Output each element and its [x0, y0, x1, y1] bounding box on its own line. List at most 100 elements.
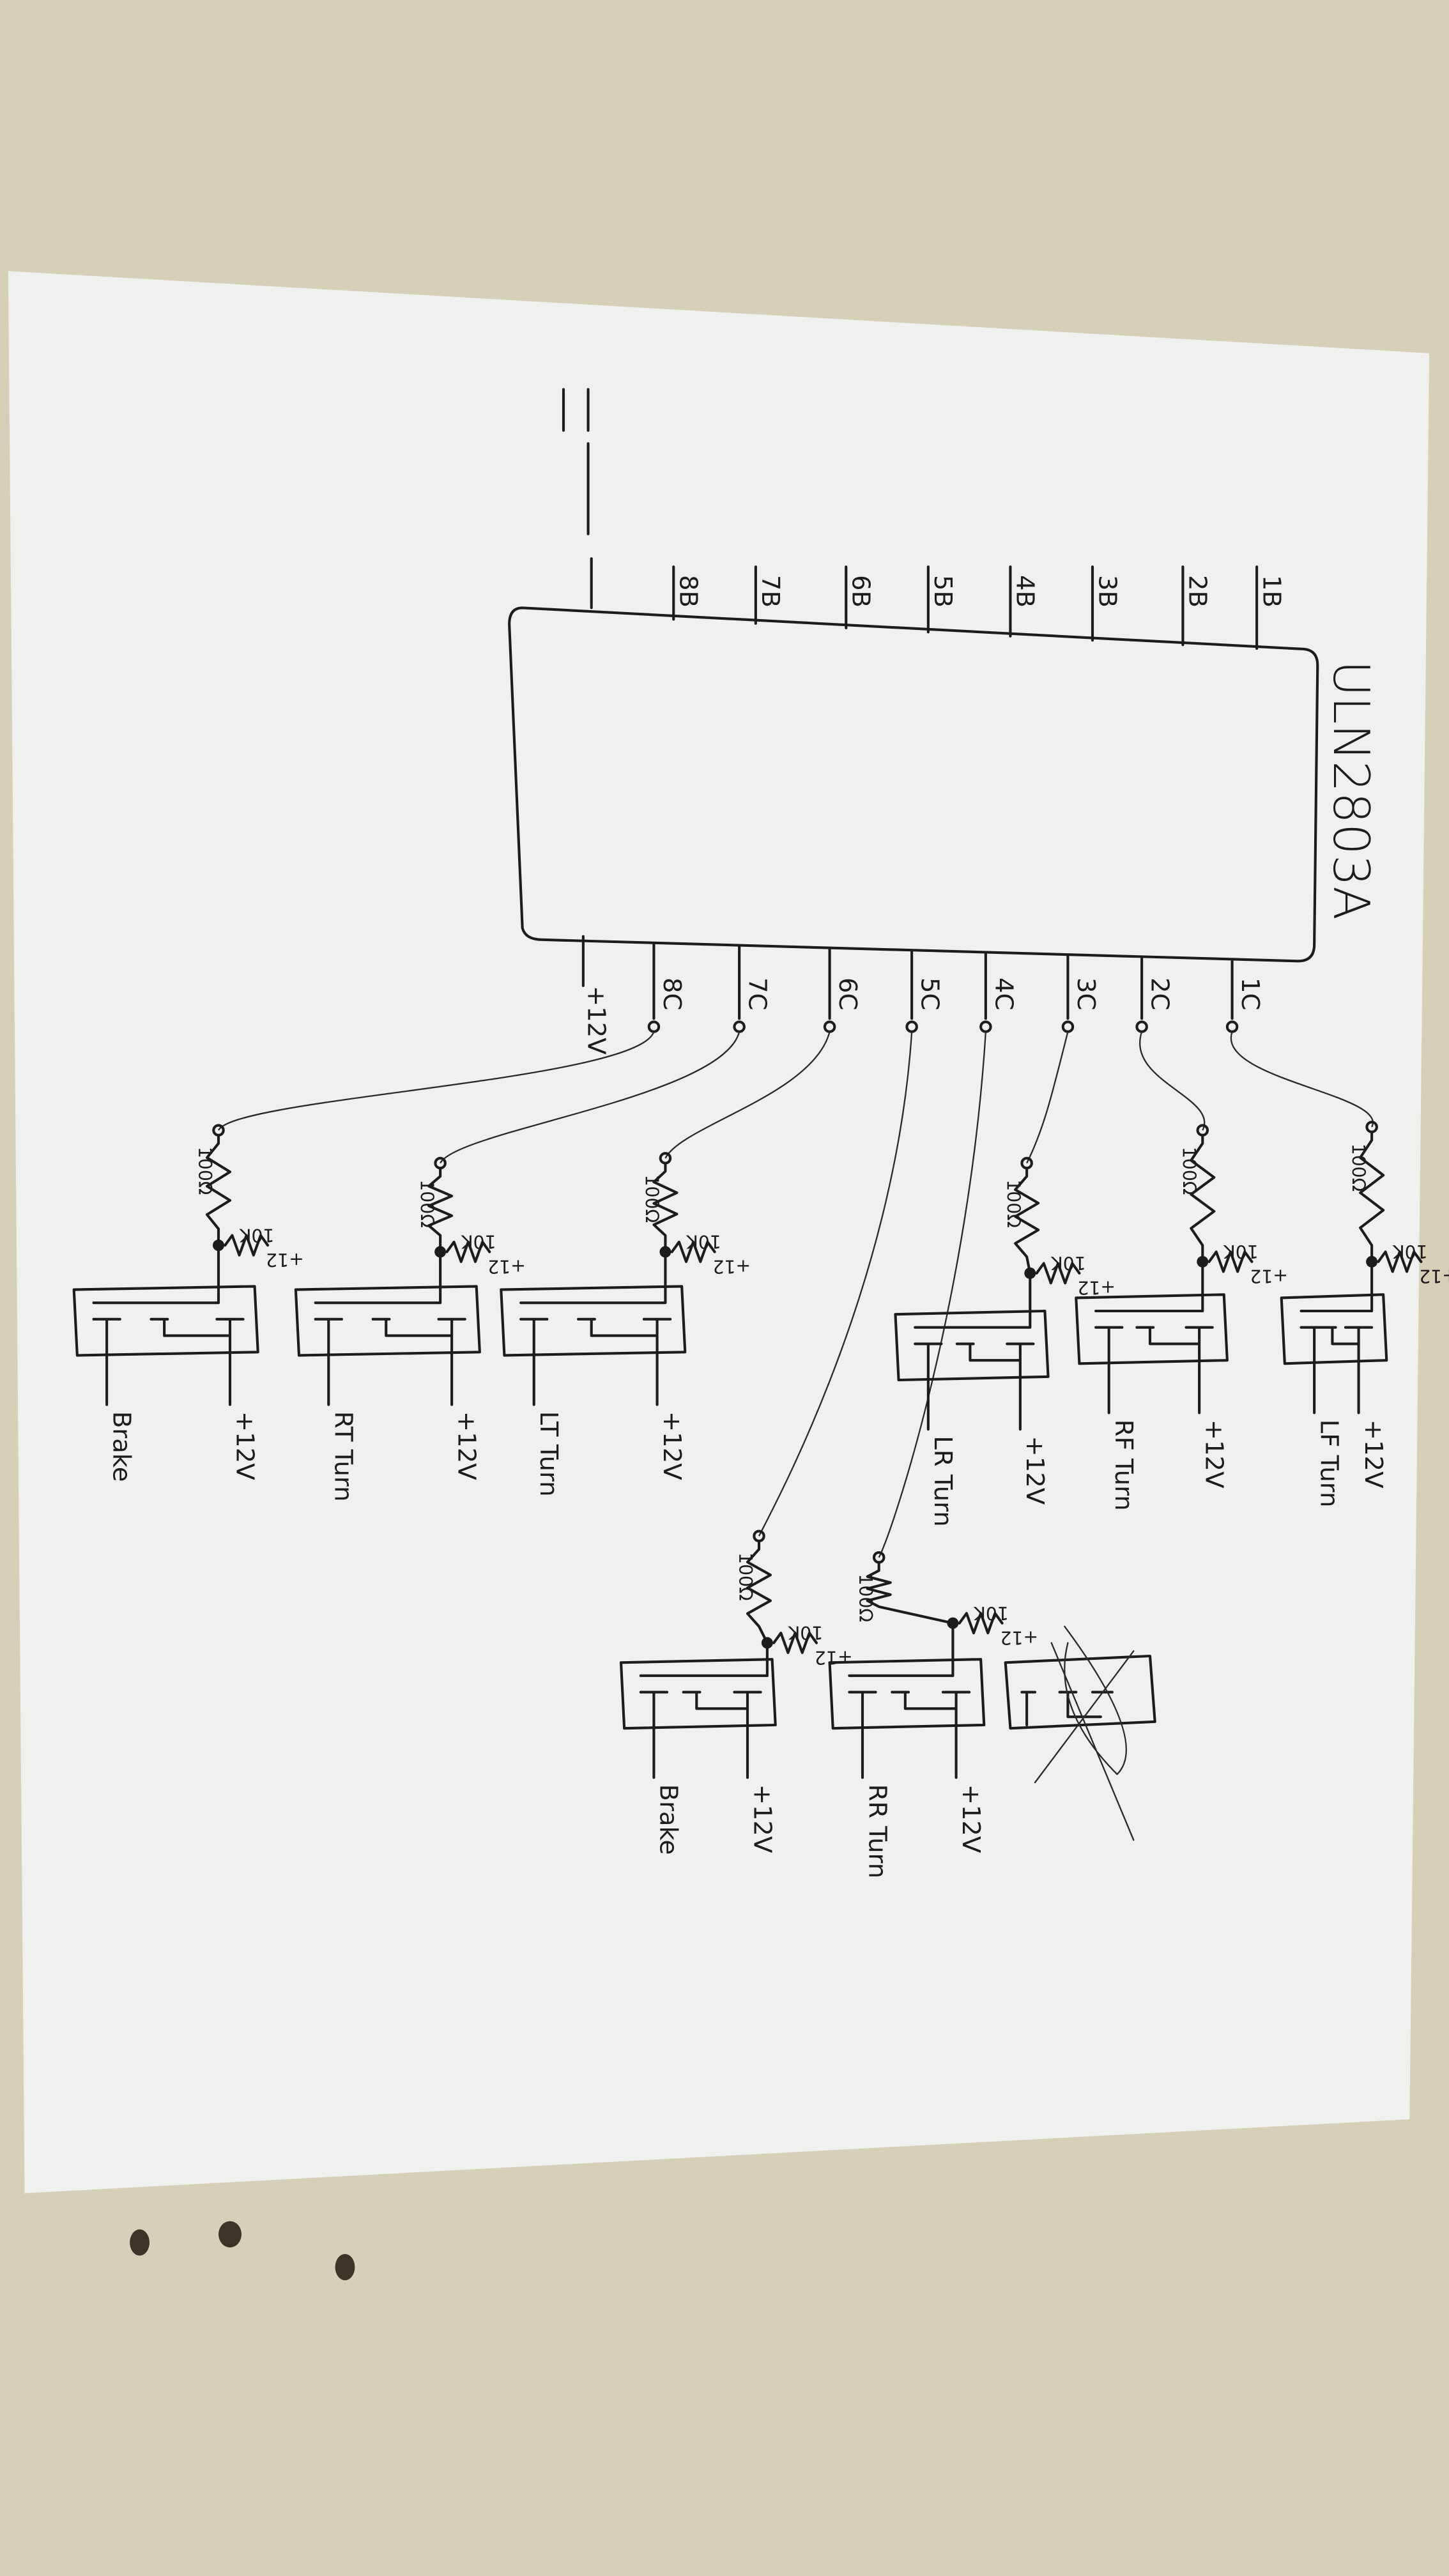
relay-supply-label: +12V	[1020, 1436, 1049, 1505]
pin-label-1C: 1C	[1236, 977, 1264, 1010]
relay-supply-label: +12V	[1359, 1420, 1388, 1489]
output-wires	[217, 1031, 1374, 1558]
pullup-resistor-value: 10K	[686, 1231, 721, 1252]
series-resistor	[746, 1539, 772, 1644]
ic-part-number: ULN2803A	[1322, 661, 1379, 920]
relay-coil	[914, 1271, 1032, 1329]
relay-coil	[92, 1244, 220, 1305]
relay-supply-label: +12V	[230, 1411, 259, 1480]
pullup-resistor	[1208, 1250, 1254, 1273]
pullup-resistor-value: 10K	[238, 1224, 274, 1245]
relay-box	[1075, 1293, 1229, 1365]
relay-supply-label: +12V	[956, 1784, 985, 1853]
pullup-resistor-value: 10K	[973, 1602, 1009, 1623]
pin-label-3B: 3B	[1092, 575, 1121, 608]
pin-label-5B: 5B	[928, 575, 957, 608]
pullup-supply-label: +12	[1419, 1266, 1449, 1287]
relay-output-label: RT Turn	[329, 1411, 358, 1502]
pullup-resistor	[958, 1612, 1004, 1635]
relay-box	[72, 1285, 259, 1357]
relay-output-label: LR Turn	[928, 1436, 957, 1526]
relay-contacts	[519, 1317, 672, 1406]
series-resistor	[1190, 1133, 1216, 1263]
relay-output-label: RR Turn	[862, 1784, 891, 1879]
relay-box	[619, 1658, 777, 1730]
pin-label-7C: 7C	[743, 977, 772, 1010]
pin-label-8C: 8C	[657, 977, 686, 1010]
series-resistor-value: 100Ω	[1347, 1144, 1368, 1192]
pullup-resistor-value: 10K	[787, 1622, 823, 1643]
wire-4C	[878, 1031, 987, 1558]
relay-output-label: RF Turn	[1109, 1420, 1138, 1511]
relay-contacts	[848, 1690, 971, 1779]
pin-label-1B: 1B	[1257, 575, 1285, 608]
wire-1C	[1230, 1031, 1374, 1128]
pullup-resistor-value: 10K	[461, 1231, 496, 1252]
series-resistor-value: 100Ω	[735, 1552, 756, 1601]
relay-box	[294, 1285, 481, 1357]
wire-6C	[664, 1031, 831, 1159]
pin-label-common: +12V	[582, 986, 611, 1055]
pin-label-6B: 6B	[847, 575, 875, 608]
pullup-resistor	[670, 1240, 716, 1263]
pullup-supply-label: +12	[815, 1646, 853, 1667]
pin-label-3C: 3C	[1071, 977, 1100, 1010]
ic-body	[508, 606, 1319, 963]
pullup-resistor	[1035, 1262, 1081, 1285]
wall-holes	[130, 2221, 355, 2281]
relay-contacts	[314, 1317, 466, 1406]
series-resistor	[1014, 1167, 1040, 1275]
pullup-resistor-value: 10K	[1223, 1241, 1259, 1262]
relay-supply-label: +12V	[452, 1411, 480, 1480]
series-resistor	[427, 1167, 454, 1254]
relay-coil	[314, 1250, 442, 1305]
relay-contacts	[1094, 1326, 1214, 1414]
pullup-resistor	[445, 1240, 491, 1263]
pullup-resistor	[1377, 1250, 1423, 1273]
pullup-supply-label: +12	[1250, 1266, 1288, 1287]
relay-box	[1280, 1293, 1388, 1365]
pin-label-5C: 5C	[916, 977, 944, 1010]
relay-coil	[639, 1641, 769, 1677]
relay-output-label: Brake	[654, 1784, 683, 1855]
pin-label-2B: 2B	[1183, 575, 1212, 608]
relay-coil	[848, 1621, 954, 1677]
wire-2C	[1139, 1031, 1206, 1131]
relay-coil	[1094, 1260, 1204, 1313]
relay-coil	[1300, 1260, 1374, 1313]
wire-5C	[758, 1031, 913, 1537]
relay-output-label: LF Turn	[1314, 1420, 1343, 1508]
wire-3C	[1026, 1031, 1069, 1164]
relay-contacts	[92, 1317, 245, 1406]
relay-contacts	[914, 1342, 1035, 1431]
pullup-supply-label: +12	[1000, 1627, 1038, 1648]
wire-7C	[440, 1031, 740, 1164]
pin-label-4B: 4B	[1011, 575, 1039, 608]
series-resistor-value: 100Ω	[641, 1175, 663, 1223]
relay-circuits: 100Ω +12 10K +12V LF Turn 100Ω +12 10K +12V RF Tu…	[72, 1121, 1449, 1879]
relay-contacts	[639, 1690, 762, 1779]
pullup-resistor	[224, 1234, 270, 1257]
pullup-resistor-value: 10K	[1050, 1252, 1086, 1273]
relay-output-label: Brake	[107, 1411, 135, 1482]
pin-label-8B: 8B	[674, 575, 703, 608]
pullup-supply-label: +12	[712, 1255, 751, 1276]
pin-label-7B: 7B	[756, 575, 785, 608]
pin-label-2C: 2C	[1146, 977, 1174, 1010]
series-resistor	[205, 1133, 232, 1247]
series-resistor-value: 100Ω	[194, 1147, 215, 1195]
series-resistor	[866, 1561, 954, 1625]
series-resistor-value: 100Ω	[1002, 1179, 1023, 1228]
series-resistor	[652, 1162, 678, 1254]
relay-box	[828, 1658, 986, 1730]
